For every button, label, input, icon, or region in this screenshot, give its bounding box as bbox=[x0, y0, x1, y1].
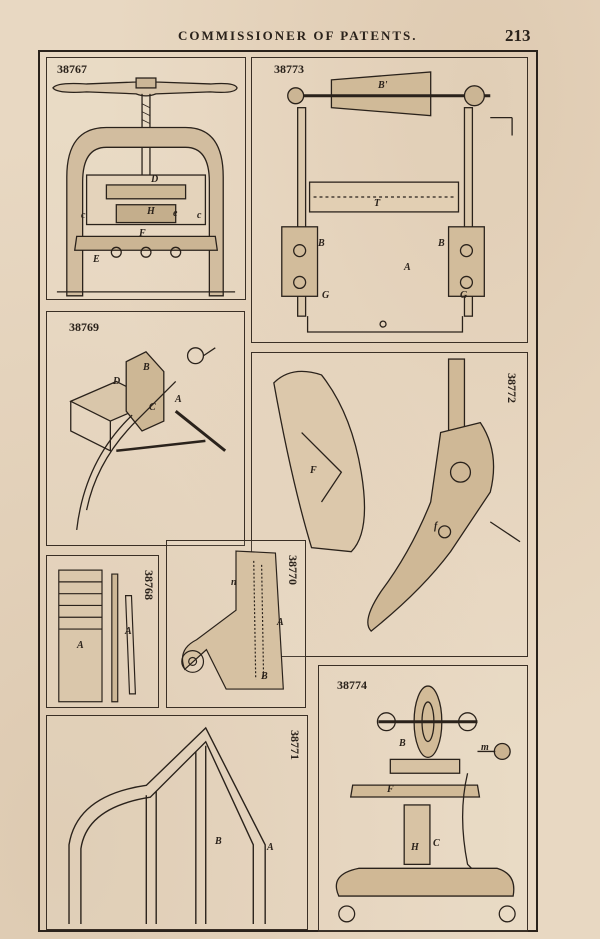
part-label: H bbox=[147, 206, 155, 217]
part-label: B bbox=[143, 362, 150, 373]
figure-38768: 38768 A A bbox=[46, 555, 159, 708]
part-label: G bbox=[460, 290, 468, 301]
part-label: F bbox=[310, 465, 317, 476]
hook-device-drawing bbox=[69, 347, 227, 531]
page-header: COMMISSIONER OF PATENTS. 213 bbox=[0, 26, 600, 48]
figure-38771: 38771 A B bbox=[46, 715, 308, 930]
press-drawing bbox=[52, 77, 238, 297]
figure-number: 38771 bbox=[288, 730, 302, 760]
part-label: B' bbox=[378, 80, 388, 91]
part-label: A bbox=[77, 640, 84, 651]
tool-drawing bbox=[273, 358, 521, 632]
part-label: c bbox=[197, 210, 202, 221]
part-label: E bbox=[93, 254, 100, 265]
figure-number: 38769 bbox=[69, 320, 99, 334]
part-label: A bbox=[125, 626, 132, 637]
figure-38770: 38770 A B n bbox=[166, 540, 306, 708]
figure-38774: 38774 B m F H C bbox=[318, 665, 528, 932]
figure-frame bbox=[38, 50, 538, 932]
figure-number: 38773 bbox=[274, 62, 304, 76]
part-label: F bbox=[387, 784, 394, 795]
roller-machine-drawing bbox=[281, 71, 513, 333]
part-label: B bbox=[438, 238, 445, 249]
figure-38767: 38767 E c c F H e D bbox=[46, 57, 246, 300]
part-label: n bbox=[231, 577, 237, 588]
part-label: B bbox=[399, 738, 406, 749]
running-head: COMMISSIONER OF PATENTS. bbox=[178, 28, 418, 43]
figure-38772: 38772 F f bbox=[251, 352, 528, 657]
page-number: 213 bbox=[505, 26, 531, 45]
part-label: T bbox=[374, 198, 381, 209]
spring-clamp-drawing bbox=[181, 550, 284, 690]
figure-number: 38768 bbox=[142, 570, 156, 600]
roof-section-drawing bbox=[68, 726, 266, 925]
part-label: e bbox=[173, 208, 178, 219]
figure-number: 38770 bbox=[286, 555, 300, 585]
part-label: G bbox=[322, 290, 330, 301]
figure-number: 38772 bbox=[505, 373, 519, 403]
tine-drawing bbox=[58, 569, 137, 703]
part-label: H bbox=[411, 842, 419, 853]
part-label: D bbox=[113, 376, 121, 387]
figure-38769: 38769 B D A C bbox=[46, 311, 245, 546]
figure-38773: 38773 B' A B B G G T bbox=[251, 57, 528, 343]
part-label: B bbox=[261, 671, 268, 682]
part-label: m bbox=[481, 742, 489, 753]
part-label: f bbox=[434, 521, 438, 532]
part-label: B bbox=[318, 238, 325, 249]
figure-number: 38767 bbox=[57, 62, 87, 76]
part-label: A bbox=[267, 842, 274, 853]
part-label: C bbox=[149, 402, 156, 413]
part-label: B bbox=[215, 836, 222, 847]
part-label: c bbox=[81, 210, 86, 221]
part-label: C bbox=[433, 838, 440, 849]
part-label: A bbox=[404, 262, 411, 273]
grinding-machine-drawing bbox=[335, 685, 516, 923]
part-label: A bbox=[277, 617, 284, 628]
part-label: F bbox=[139, 228, 146, 239]
part-label: A bbox=[175, 394, 182, 405]
part-label: D bbox=[151, 174, 159, 185]
figure-number: 38774 bbox=[337, 678, 367, 692]
